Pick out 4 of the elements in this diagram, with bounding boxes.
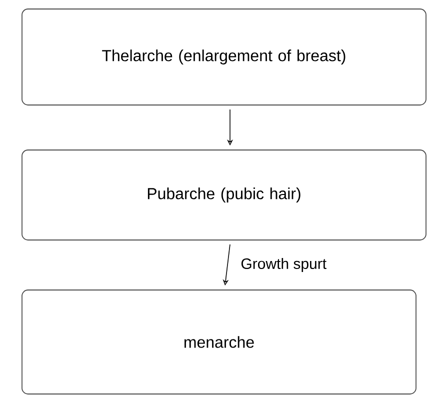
process-box: Thelarche (enlargement of breast) xyxy=(22,8,426,106)
edge-label: Growth spurt xyxy=(241,258,326,272)
process-box: Pubarche (pubic hair) xyxy=(22,150,426,240)
process-box: menarche xyxy=(22,290,416,394)
